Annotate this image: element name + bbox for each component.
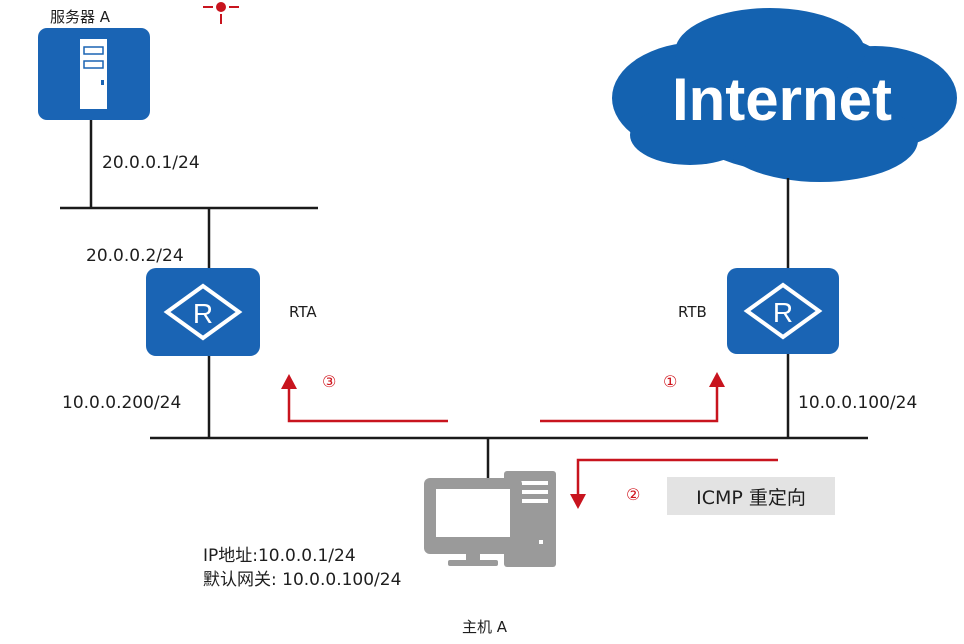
arrow-step-1 (540, 372, 725, 423)
icmp-redirect-label: ICMP 重定向 (667, 477, 835, 515)
rta-lower-ip-label: 10.0.0.200/24 (62, 393, 182, 413)
rta-upper-ip-label: 20.0.0.2/24 (86, 246, 184, 266)
host-label: 主机 A (462, 618, 508, 636)
arrow-step-2 (570, 458, 778, 509)
step-1-label: ① (663, 372, 678, 391)
server-icon (38, 28, 150, 120)
arrow-step-3 (281, 374, 448, 423)
rtb-label: RTB (678, 303, 707, 321)
rta-router-letter: R (193, 298, 213, 329)
rta-label: RTA (289, 303, 317, 321)
pc-icon (424, 471, 556, 567)
server-label: 服务器 A (50, 8, 111, 26)
marker-icon (203, 2, 239, 24)
server-ip-label: 20.0.0.1/24 (102, 153, 200, 173)
step-3-label: ③ (322, 372, 337, 391)
rtb-ip-label: 10.0.0.100/24 (798, 393, 918, 413)
internet-cloud-icon: Internet (612, 8, 957, 182)
internet-label: Internet (672, 66, 892, 133)
icmp-redirect-text: ICMP 重定向 (696, 486, 806, 509)
rta-router-icon: R (146, 268, 260, 356)
rtb-router-letter: R (773, 297, 793, 328)
host-ip-label: IP地址:10.0.0.1/24 (203, 546, 356, 566)
host-gateway-label: 默认网关: 10.0.0.100/24 (203, 570, 402, 590)
rtb-router-icon: R (727, 268, 839, 354)
step-2-label: ② (626, 485, 641, 504)
